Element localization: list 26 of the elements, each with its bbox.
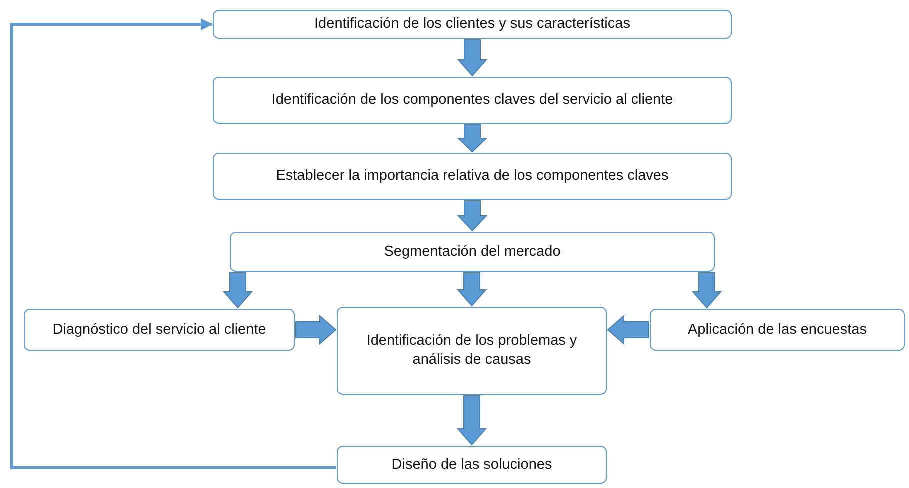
process-box (213, 153, 732, 200)
block-arrow (457, 40, 488, 77)
box-label: Diseño de las soluciones (392, 456, 552, 474)
process-box (230, 232, 715, 272)
process-box (650, 309, 905, 351)
process-box (213, 77, 732, 124)
block-arrow (222, 272, 254, 309)
process-box (337, 307, 607, 395)
block-arrow (692, 272, 722, 309)
process-box (213, 10, 732, 39)
process-box (24, 309, 295, 351)
box-label: Identificación de los componentes claves del servicio al cliente (272, 91, 674, 110)
block-arrow (456, 396, 488, 446)
box-label: Aplicación de las encuestas (688, 320, 867, 340)
block-arrow (457, 200, 488, 232)
box-label: Identificación de los problemas y análisis de causas (366, 332, 578, 370)
process-box (337, 446, 607, 484)
box-label: Segmentación del mercado (384, 242, 561, 262)
block-arrow (457, 124, 488, 153)
box-label: Diagnóstico del servicio al cliente (52, 320, 266, 340)
feedback-arrow (10, 18, 336, 470)
box-label: Establecer la importancia relativa de los componentes claves (276, 167, 669, 186)
block-arrow (456, 272, 488, 307)
box-label: Identificación de los clientes y sus características (314, 15, 630, 34)
block-arrow (296, 314, 337, 346)
block-arrow (607, 314, 650, 346)
